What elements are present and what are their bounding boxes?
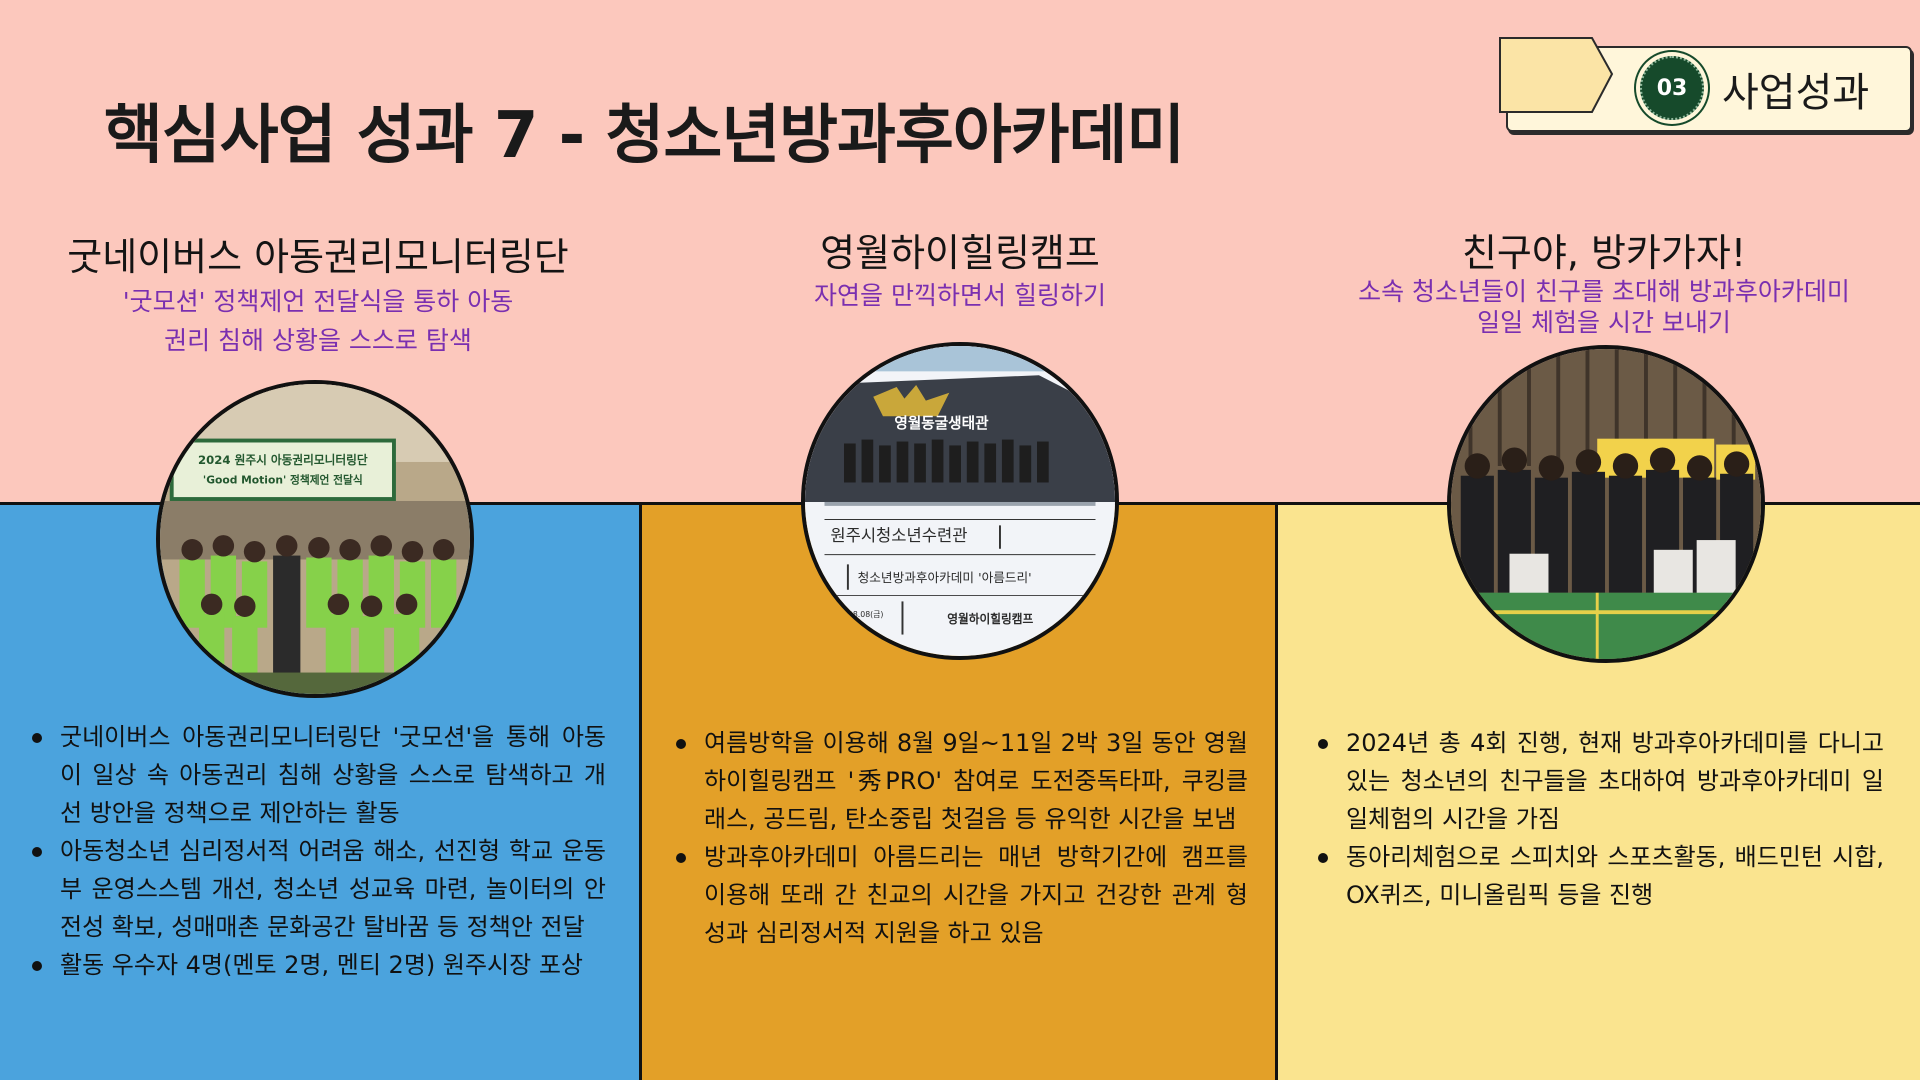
subtitle-line: 일일 체험을 시간 보내기: [1477, 308, 1731, 337]
list-item: 아동청소년 심리정서적 어려움 해소, 선진형 학교 운동부 운영스스템 개선,…: [32, 832, 606, 946]
column-subtitle-bangka: 소속 청소년들이 친구를 초대해 방과후아카데미 일일 체험을 시간 보내기: [1326, 276, 1882, 338]
photo-banner-line3: 영월하이힐링캠프: [947, 612, 1033, 626]
column-heading-camp: 영월하이힐링캠프: [820, 231, 1100, 275]
badge-label: 사업성과: [1722, 70, 1870, 116]
photo-banner-line2: 'Good Motion' 정책제언 전달식: [203, 473, 363, 486]
photo-banner-line2: 청소년방과후아카데미 '아름드리': [858, 570, 1032, 585]
building-sign: 영월동굴생태관: [894, 414, 989, 432]
bullet-list-camp: 여름방학을 이용해 8월 9일~11일 2박 3일 동안 영월하이힐링캠프 '秀…: [676, 724, 1248, 952]
bullet-list-monitoring: 굿네이버스 아동권리모니터링단 '굿모션'을 통해 아동이 일상 속 아동권리 …: [32, 718, 606, 984]
column-subtitle-camp: 자연을 만끽하면서 힐링하기: [680, 276, 1240, 315]
photo-banner-line1: 2024 원주시 아동권리모니터링단: [198, 453, 368, 467]
list-item: 활동 우수자 4명(멘토 2명, 멘티 2명) 원주시장 포상: [32, 946, 606, 984]
column-heading-monitoring: 굿네이버스 아동권리모니터링단: [67, 235, 569, 279]
page-title: 핵심사업 성과 7 - 청소년방과후아카데미: [104, 99, 1185, 173]
photo-friends-group: [1447, 345, 1765, 663]
list-item: 동아리체험으로 스피치와 스포츠활동, 배드민턴 시합, OX퀴즈, 미니올림픽…: [1318, 838, 1884, 914]
photo-banner-line1: 원주시청소년수련관: [830, 526, 967, 545]
list-item: 굿네이버스 아동권리모니터링단 '굿모션'을 통해 아동이 일상 속 아동권리 …: [32, 718, 606, 832]
subtitle-line: 자연을 만끽하면서 힐링하기: [814, 281, 1106, 310]
bullet-list-bangka: 2024년 총 4회 진행, 현재 방과후아카데미를 다니고 있는 청소년의 친…: [1318, 724, 1884, 914]
column-heading-bangka: 친구야, 방카가자!: [1461, 231, 1747, 275]
badge-number: 03: [1640, 56, 1704, 120]
photo-banner-date: 08.08(금): [848, 610, 884, 619]
photo-camp-group: 영월동굴생태관 원주시청소년수련관 청소년방과후아카데미 '아름드리' 08.0…: [801, 342, 1119, 660]
photo-monitoring-ceremony: 2024 원주시 아동권리모니터링단 'Good Motion' 정책제언 전달…: [156, 380, 474, 698]
badge-arrow-shape: [1499, 37, 1614, 113]
column-subtitle-monitoring: '굿모션' 정책제언 전달식을 통하 아동 권리 침해 상황을 스스로 탐색: [40, 282, 596, 360]
section-badge: 03 사업성과: [1496, 32, 1912, 132]
list-item: 여름방학을 이용해 8월 9일~11일 2박 3일 동안 영월하이힐링캠프 '秀…: [676, 724, 1248, 838]
list-item: 2024년 총 4회 진행, 현재 방과후아카데미를 다니고 있는 청소년의 친…: [1318, 724, 1884, 838]
subtitle-line: 소속 청소년들이 친구를 초대해 방과후아카데미: [1358, 277, 1850, 306]
bat-sculpture-icon: [873, 384, 950, 417]
list-item: 방과후아카데미 아름드리는 매년 방학기간에 캠프를 이용해 또래 간 친교의 …: [676, 838, 1248, 952]
subtitle-line: 권리 침해 상황을 스스로 탐색: [164, 326, 472, 355]
subtitle-line: '굿모션' 정책제언 전달식을 통하 아동: [122, 287, 514, 316]
